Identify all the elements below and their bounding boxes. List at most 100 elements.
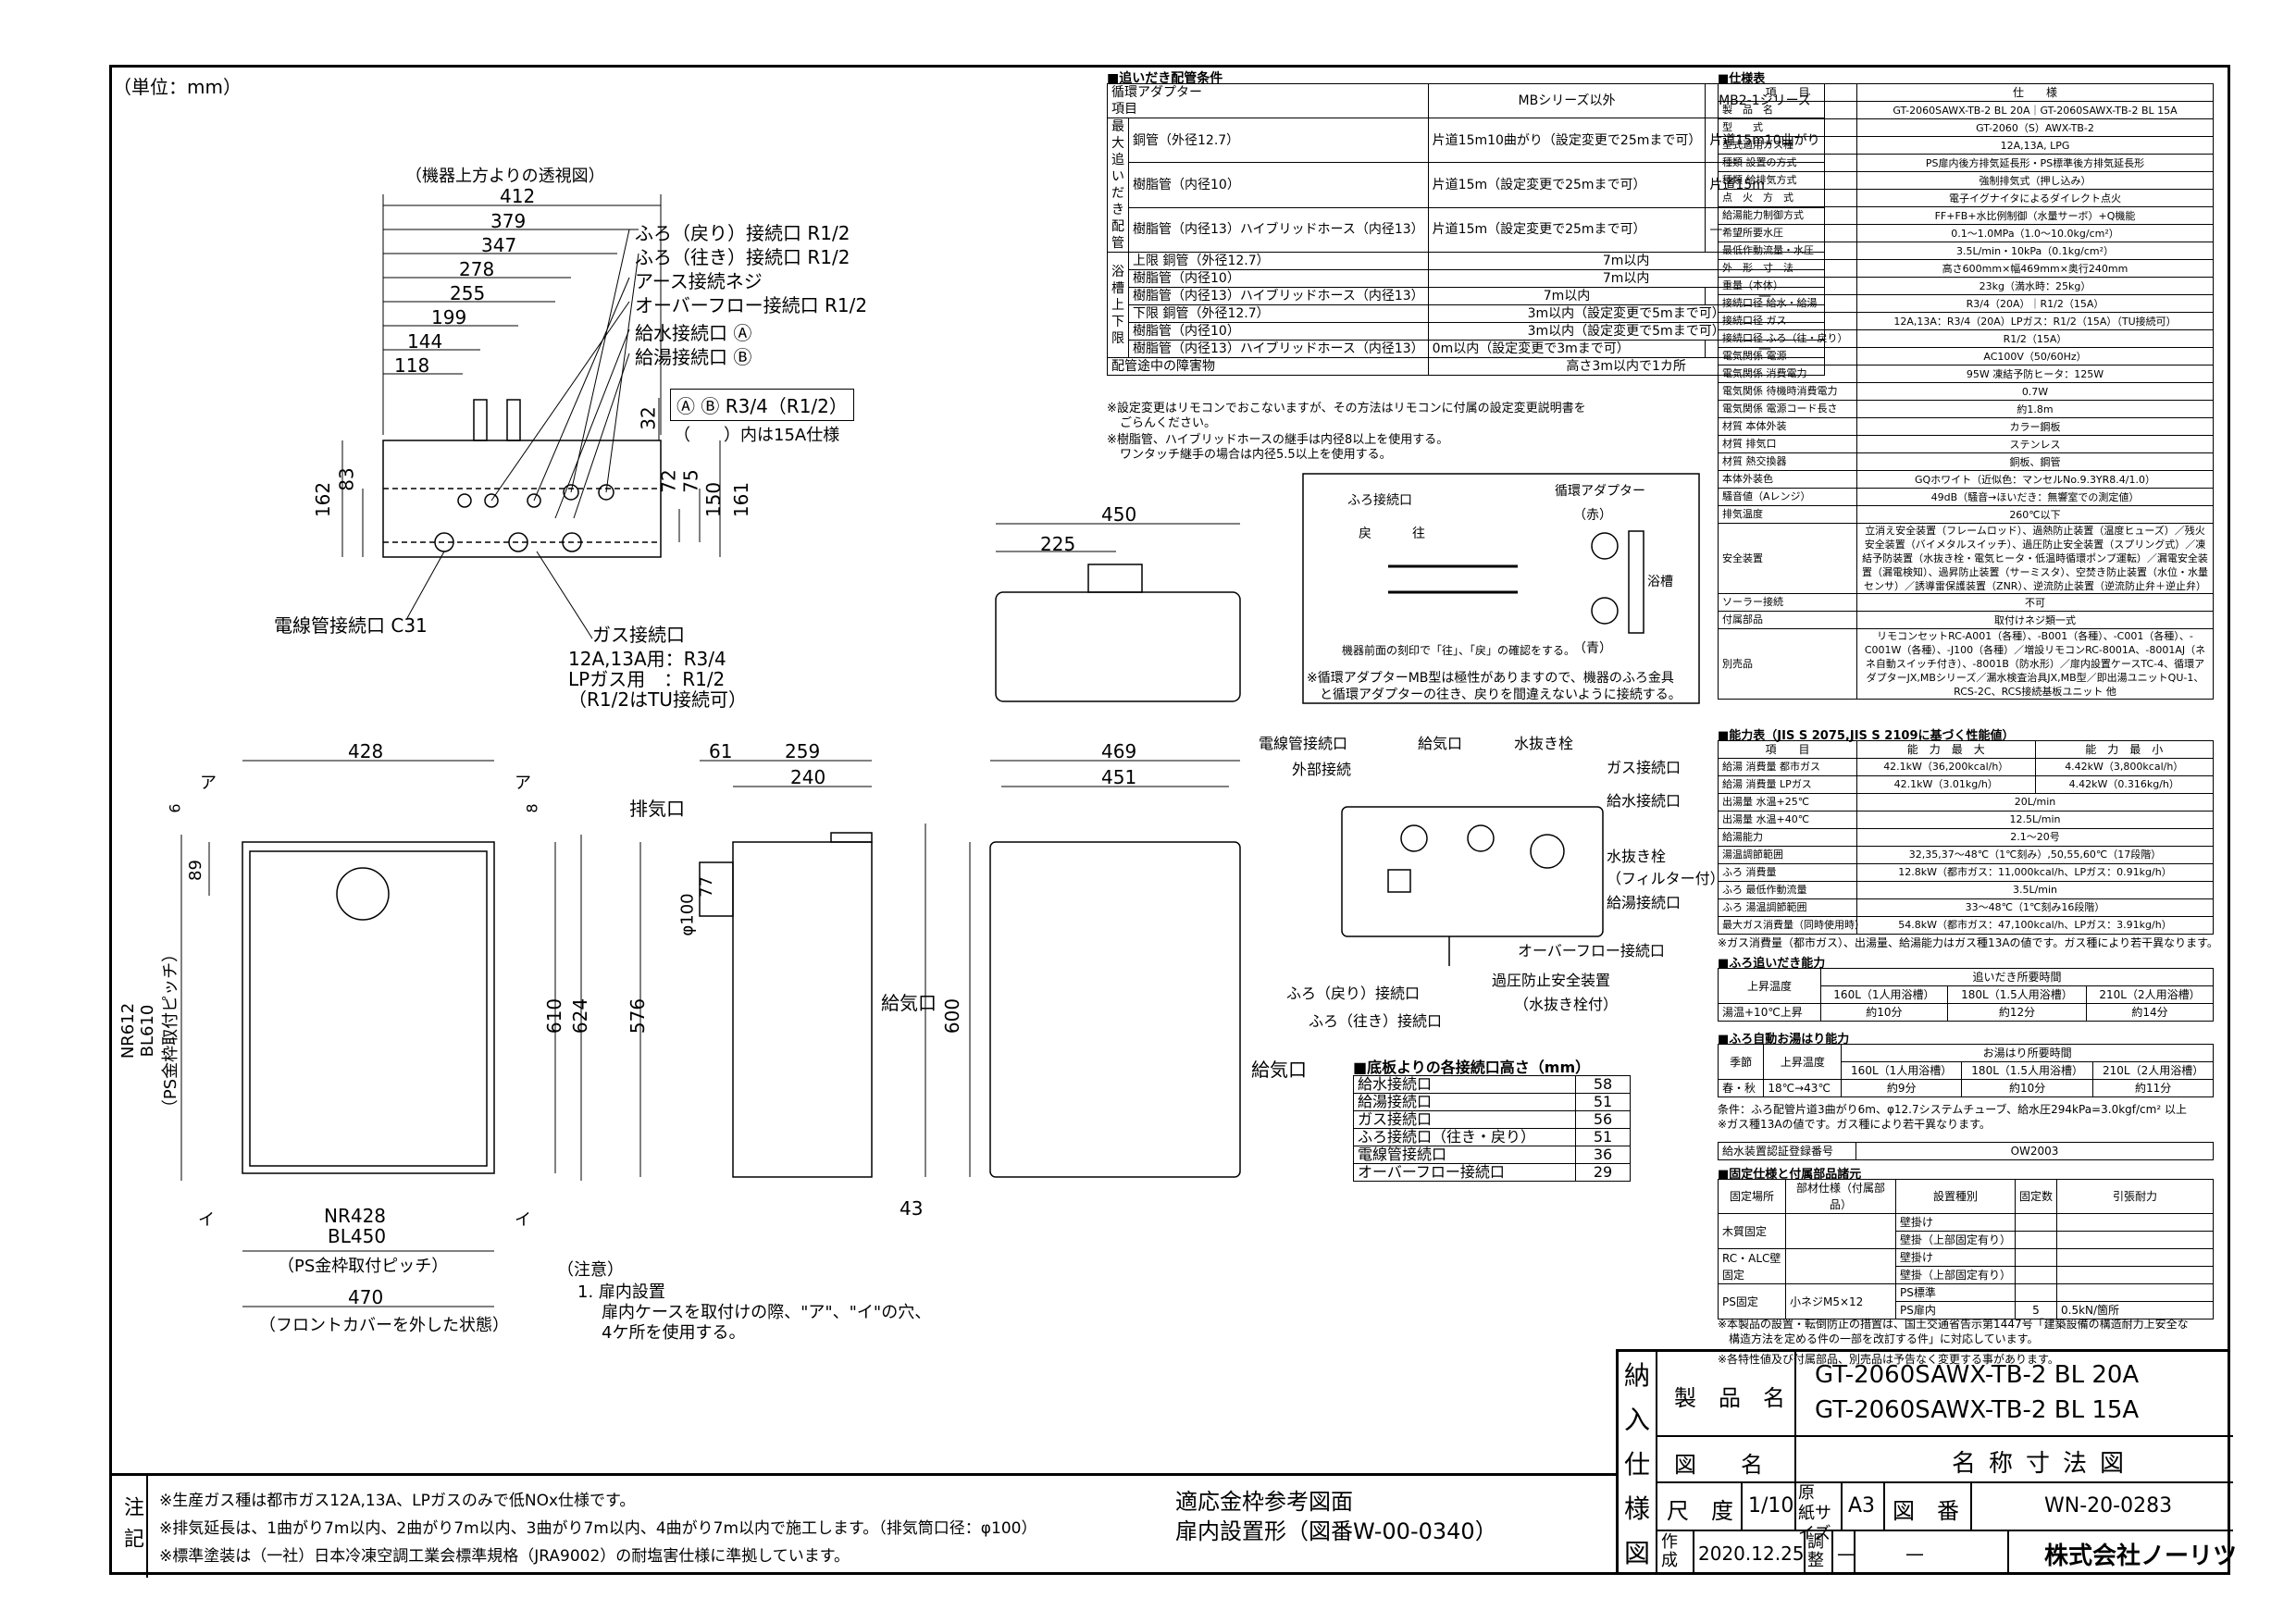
adapter-title: 循環アダプター — [1555, 484, 1645, 499]
bv-overflow: オーバーフロー接続口 — [1518, 942, 1665, 960]
spec-row-value: 電子イグナイタによるダイレクト点火 — [1856, 189, 2214, 207]
dim-624: 624 — [569, 997, 592, 1035]
capacity-row-max: 42.1kW（36,200kcal/h） — [1856, 758, 2036, 776]
pipe-note-2: ごらんください。 — [1120, 416, 1217, 430]
dim-150: 150 — [702, 481, 726, 518]
tb-date: 2020.12.25 — [1698, 1542, 1805, 1565]
top-view-leaders — [406, 229, 639, 639]
adapter-diagram-box — [1302, 473, 1700, 704]
spec-row-label: 安全装置 — [1718, 523, 1857, 594]
footer-notes: 注記 ※生産ガス種は都市ガス12A,13A、LPガスのみで低NOx仕様です。 ※… — [109, 1473, 1616, 1578]
autofill-table: 季節上昇温度お湯はり所要時間 160L（1人用浴槽）180L（1.5人用浴槽）2… — [1717, 1044, 2214, 1097]
capacity-row-value: 2.1～20号 — [1856, 828, 2214, 847]
dim-379: 379 — [490, 210, 527, 232]
notes-item: 1. 扉内設置 — [577, 1282, 665, 1302]
dim-118: 118 — [394, 354, 430, 377]
spec-row-label: 型 式 — [1718, 118, 1857, 137]
spec-row-value: 不可 — [1856, 593, 2214, 612]
dim-412: 412 — [500, 185, 536, 207]
spec-row-value: 強制排気式（押し込み） — [1856, 171, 2214, 190]
spec-row-value: ステンレス — [1856, 435, 2214, 453]
capacity-row: 最大ガス消費量（同時使用時）54.8kW（都市ガス：47,100kcal/h、L… — [1718, 916, 2214, 935]
unit-note: （単位：mm） — [113, 76, 242, 98]
autofill-note-1: 条件：ふろ配管片道3曲がり6m、φ12.7システムチューブ、給水圧294kPa=… — [1718, 1103, 2187, 1116]
dim-576: 576 — [627, 997, 650, 1035]
dim-phi100: φ100 — [677, 893, 698, 936]
tb-made-label: 作成 — [1661, 1532, 1678, 1570]
spec-row-value: R3/4（20A）｜R1/2（15A） — [1856, 294, 2214, 313]
gas-title: ガス接続口 — [592, 624, 685, 646]
dim-451: 451 — [1101, 766, 1137, 788]
tb-adj: — — [1837, 1542, 1855, 1565]
tb-adj-label: 調整 — [1807, 1532, 1824, 1570]
dim-161: 161 — [730, 481, 753, 518]
footer-line-3: ※標準塗装は（一社）日本冷凍空調工業会標準規格（JRA9002）の耐塩害仕様に準… — [159, 1547, 850, 1566]
spec-row-value: GT-2060SAWX-TB-2 BL 20A｜GT-2060SAWX-TB-2… — [1856, 101, 2214, 119]
tb-dash: — — [1905, 1542, 1924, 1565]
spec-row-label: 材質 排気口 — [1718, 435, 1857, 453]
unit-top-outline — [995, 591, 1241, 702]
pipe-note-4: ワンタッチ継手の場合は内径5.5以上を使用する。 — [1120, 448, 1392, 462]
bv-drain-2: 水抜き栓 — [1607, 848, 1667, 865]
spec-row-label: 希望所要水圧 — [1718, 224, 1857, 242]
fixing-table: 固定場所部材仕様（付属部品）設置種別固定数引張耐力 木質固定壁掛け 壁掛（上部固… — [1718, 1179, 2214, 1319]
capacity-row-value: 12.5L/min — [1856, 811, 2214, 829]
label-furo-supply: ふろ（往き）接続口 R1/2 — [635, 246, 850, 268]
spec-row-label: 排気温度 — [1718, 505, 1857, 524]
dim-83: 83 — [335, 467, 358, 491]
tb-paper-label: 原 紙サイズ — [1798, 1483, 1831, 1543]
mark-a-right: ア — [515, 774, 531, 793]
capacity-row-label: 給湯 消費量 LPガス — [1718, 775, 1857, 794]
capacity-row-max: 42.1kW（3.01kg/h） — [1856, 775, 2036, 794]
spec-row: 種類 給排気方式強制排気式（押し込み） — [1718, 171, 2214, 190]
heights-title: ■底板よりの各接続口高さ（mm） — [1353, 1059, 1591, 1076]
dim-162: 162 — [312, 481, 335, 518]
spec-row-label: 型式適用ガス種 — [1718, 136, 1857, 155]
adapter-return: 戻 — [1359, 527, 1371, 541]
fixing-note-2: 構造方法を定める件の一部を改訂する件」に対応しています。 — [1729, 1332, 2039, 1345]
spec-title: ■仕様表 — [1718, 72, 1766, 86]
conduit-label: 電線管接続口 C31 — [274, 614, 428, 637]
spec-row: 材質 熱交換器銅板、鋼管 — [1718, 452, 2214, 471]
spec-row-value: 取付けネジ類一式 — [1856, 611, 2214, 629]
bv-conduit: 電線管接続口 — [1259, 735, 1348, 752]
mark-i-left: イ — [198, 1210, 215, 1230]
dim-278: 278 — [459, 258, 495, 280]
tb-company: 株式会社ノーリツ — [2044, 1542, 2238, 1570]
dim-32: 32 — [637, 406, 660, 430]
spec-row: 電気関係 電源コード長さ約1.8m — [1718, 400, 2214, 418]
spec-row-label: 種類 給排気方式 — [1718, 171, 1857, 190]
adapter-note-1: ※循環アダプターMB型は極性がありますので、機器のふろ金具 — [1307, 671, 1674, 686]
dim-600: 600 — [941, 997, 964, 1035]
capacity-row-label: 最大ガス消費量（同時使用時） — [1718, 916, 1865, 935]
spec-row-value: 立消え安全装置（フレームロッド）、過熱防止装置（温度ヒューズ）／残火安全装置（バ… — [1856, 523, 2214, 594]
dim-144: 144 — [407, 330, 443, 353]
spec-row-label: 給湯能力制御方式 — [1718, 206, 1857, 225]
tb-scale-label: 尺 度 — [1667, 1498, 1733, 1524]
spec-row-value: PS扉内後方排気延長形・PS標準後方排気延長形 — [1856, 154, 2214, 172]
spec-row: 外 形 寸 法高さ600mm×幅469mm×奥行240mm — [1718, 259, 2214, 278]
spec-row-label: ソーラー接続 — [1718, 593, 1857, 612]
bv-intake: 給気口 — [1418, 735, 1463, 752]
top-view-flue — [473, 399, 488, 441]
fixing-note-3: ※各特性値及び付属部品、別売品は予告なく変更する事があります。 — [1718, 1353, 2059, 1366]
spec-row: 接続口径 ふろ（往・戻り）R1/2（15A） — [1718, 329, 2214, 348]
dim-428: 428 — [348, 740, 384, 762]
front-view-flue — [336, 867, 390, 921]
label-water-in: 給水接続口 Ⓐ — [635, 322, 752, 344]
spec-row: 別売品リモコンセットRC-A001（各種）、-B001（各種）、-C001（各種… — [1718, 628, 2214, 700]
adapter-red: （赤） — [1573, 508, 1612, 523]
spec-row-label: 接続口径 ガス — [1718, 312, 1857, 330]
notes-line-2: 4ケ所を使用する。 — [602, 1323, 746, 1343]
top-view-outline — [382, 440, 662, 558]
